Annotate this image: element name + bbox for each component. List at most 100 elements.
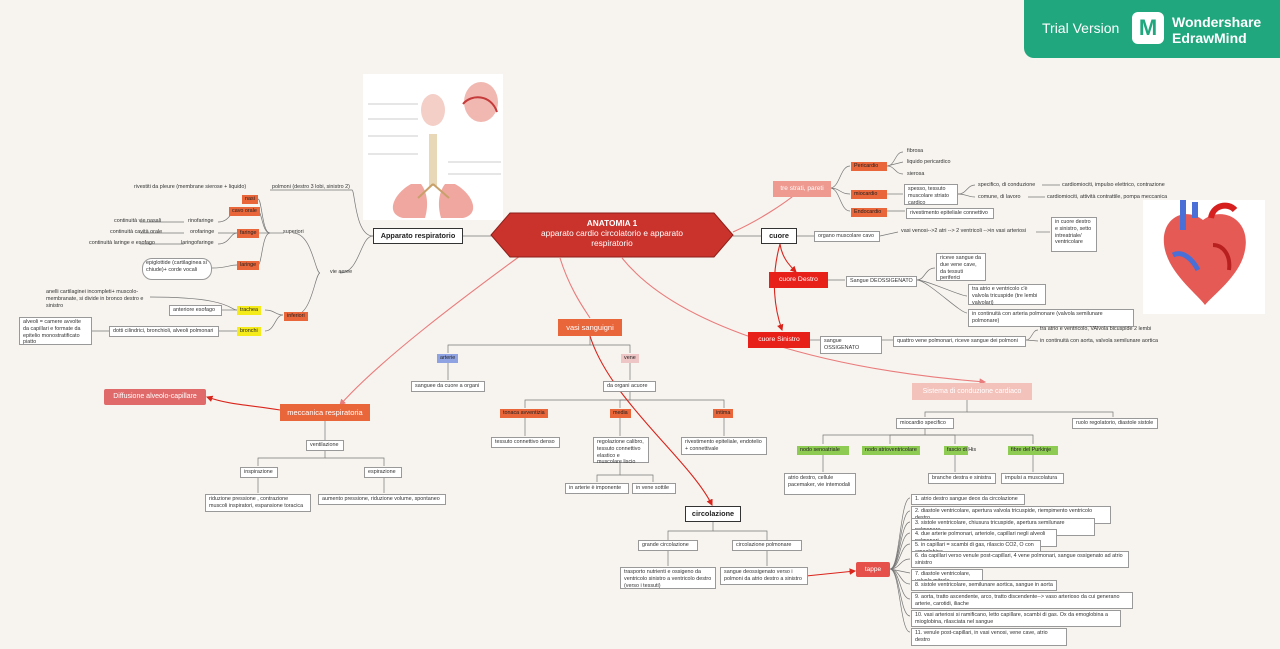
anelli-label: anelli cartilaginei incompleti+ muscolo-…: [46, 289, 144, 309]
tre-strati-topic[interactable]: tre strati, pareti: [773, 181, 831, 197]
faringe-tag[interactable]: faringe: [237, 229, 260, 238]
cuore-topic[interactable]: cuore: [761, 228, 797, 244]
fibre-desc: impulsi a muscolatura: [1001, 473, 1064, 484]
polm-circ-desc: sangue deossigenato verso i polmoni da a…: [720, 567, 808, 585]
liquido-label: liquido pericardico: [907, 159, 951, 165]
arterie-imponente: in arterie è imponente: [565, 483, 629, 494]
cont-laringe-label: continuità laringe e esofago: [89, 240, 155, 246]
quattro-box: quattro vene polmonari, riceve sangue de…: [893, 336, 1026, 347]
central-subtitle-1: apparato cardio circolatorio e apparato: [540, 227, 684, 238]
cardio2-label: cardiomiociti, attività contrattile, pom…: [1047, 194, 1168, 200]
cavo-orale-tag[interactable]: cavo orale: [229, 207, 260, 216]
espirazione-box: espirazione: [364, 467, 402, 478]
tonaca-tag[interactable]: tonaca avventizia: [500, 409, 548, 418]
endocardio-tag[interactable]: Endocardio: [851, 208, 887, 217]
circolazione-topic[interactable]: circolazione: [685, 506, 741, 522]
brand-line-2: EdrawMind: [1172, 30, 1247, 46]
step-10: 10. vasi arteriosi si ramificano, letto …: [911, 610, 1121, 627]
rivestiti-label: rivestiti da pleure (membrane sierose + …: [134, 184, 247, 190]
tappe-topic[interactable]: tappe: [856, 562, 890, 577]
alveoli-box: alveoli = camere avvolte da capillari e …: [19, 317, 92, 345]
step-9: 9. aorta, tratto ascendente, arco, tratt…: [911, 592, 1133, 609]
seno-desc: atrio destro, cellule pacemaker, vie int…: [784, 473, 856, 495]
vene-desc: da organi acuore: [603, 381, 656, 392]
anteriore-esofago-box: anteriore esofago: [169, 305, 222, 316]
polm-circ-box: circolazione polmonare: [732, 540, 802, 551]
laringofaringe-label: laringofaringe: [181, 240, 214, 246]
fascio-desc: branche destra e sinistra: [928, 473, 996, 484]
vie-aeree-label: vie aeree: [330, 269, 353, 275]
trachea-tag[interactable]: trachea: [237, 306, 261, 315]
organo-box: organo muscolare cavo: [814, 231, 880, 242]
laringe-tag[interactable]: laringe: [237, 261, 260, 270]
nodo-senoatriale-tag[interactable]: nodo senoatriale: [797, 446, 849, 455]
diffusione-topic[interactable]: Diffusione alveolo-capillare: [104, 389, 206, 405]
ventilazione-box: ventilazione: [306, 440, 344, 451]
espirazione-desc: aumento pressione, riduzione volume, spo…: [318, 494, 446, 505]
ispirazione-box: inspirazione: [240, 467, 278, 478]
grande-circ-desc: trasporto nutrienti e ossigeno da ventri…: [620, 567, 716, 589]
comune-label: comune, di lavoro: [978, 194, 1021, 200]
fibrosa-label: fibrosa: [907, 148, 924, 154]
pericardio-tag[interactable]: Pericardio: [851, 162, 887, 171]
in-cuore-box: in cuore destro e sinistro, setto intrea…: [1051, 217, 1097, 252]
rinofaringe-label: rinofaringe: [188, 218, 214, 224]
inferiori-tag[interactable]: inferiori: [284, 312, 308, 321]
dotti-box: dotti cilindrici, bronchioli, alveoli po…: [109, 326, 219, 337]
polmoni-label: polmoni (destro 3 lobi, sinistro 2): [272, 184, 350, 190]
central-title: ANATOMIA 1: [586, 218, 638, 228]
cuore-destro-topic[interactable]: cuore Destro: [769, 272, 828, 288]
ruolo-box: ruolo regolatorio, diastole sistole: [1072, 418, 1158, 429]
vene-sottile: in vene sottile: [632, 483, 676, 494]
intima-tag[interactable]: intima: [713, 409, 734, 418]
media-tag[interactable]: media: [610, 409, 631, 418]
miocardio-tag[interactable]: miocardio: [851, 190, 887, 199]
central-subtitle-2: respiratorio: [591, 237, 633, 248]
miocardio-specifico-box: miocardio specifico: [896, 418, 954, 429]
orofaringe-label: orofaringe: [190, 229, 215, 235]
respiratory-anatomy-illustration: [363, 74, 503, 220]
bronchi-tag[interactable]: bronchi: [237, 327, 261, 336]
oss-box: sangue OSSIGENATO: [820, 336, 882, 354]
spesso-box: spesso, tessuto muscolare striato cardic…: [904, 184, 958, 206]
riceve-box: riceve sangue da due vene cave, da tessu…: [936, 253, 986, 281]
vene-tag[interactable]: vene: [621, 354, 639, 363]
cont-nasali-label: continuità vie nasali: [114, 218, 162, 224]
vasi-venosi-label: vasi venosi-->2 atri --> 2 ventricoli --…: [901, 228, 1027, 234]
trial-banner: Trial Version M Wondershare EdrawMind: [1024, 0, 1280, 58]
superiori-label: superiori: [283, 229, 304, 235]
trial-version-label: Trial Version: [1042, 20, 1120, 36]
sierosa-label: sierosa: [907, 171, 925, 177]
step-6: 6. da capillari verso venule post-capill…: [911, 551, 1129, 568]
media-desc: regolazione calibro, tessuto connettivo …: [593, 437, 649, 465]
epiglottide-box: epiglottide (cartilaginea si chiude)+ co…: [142, 258, 212, 280]
tra-atrio-d-box: tra atrio e ventricolo c'è valvola tricu…: [968, 284, 1046, 306]
rivestimento-box: rivestimento epiteliale connettivo: [906, 208, 994, 219]
resp-topic[interactable]: Apparato respiratorio: [373, 228, 463, 244]
arterie-desc: sanguee da cuore a organi: [411, 381, 485, 392]
step-11: 11. venule post-capillari, in vasi venos…: [911, 628, 1067, 646]
deoss-box: Sangue DEOSSIGENATO: [846, 276, 917, 287]
specifico-label: specifico, di conduzione: [978, 182, 1036, 188]
cont-orale-label: continuità cavità orale: [110, 229, 163, 235]
cuore-sinistro-topic[interactable]: cuore Sinistro: [748, 332, 810, 348]
cont-aorta-label: in continuità con aorta, valvola semilun…: [1040, 338, 1159, 344]
sistema-conduzione-topic[interactable]: Sistema di conduzione cardiaco: [912, 383, 1032, 400]
central-topic[interactable]: ANATOMIA 1 apparato cardio circolatorio …: [490, 212, 734, 258]
fascio-his-tag[interactable]: fascio di His: [944, 446, 976, 455]
mecc-topic[interactable]: meccanica respiratoria: [280, 404, 370, 421]
cardio1-label: cardiomiociti, impulso elettrico, contra…: [1062, 182, 1165, 188]
ispirazione-desc: riduzione pressione , contrazione muscol…: [205, 494, 311, 512]
edrawmind-logo-icon: M: [1132, 12, 1164, 44]
intima-desc: rivestimento epiteliale, endotelio + con…: [681, 437, 767, 455]
cont-arteria-box: in continuità con arteria polmonare (val…: [968, 309, 1134, 327]
nasi-tag[interactable]: nasi: [242, 195, 258, 204]
nodo-atrioventricolare-tag[interactable]: nodo atrioventricolare: [862, 446, 920, 455]
fibre-purkinje-tag[interactable]: fibre del Purkinje: [1008, 446, 1058, 455]
arterie-tag[interactable]: arterie: [437, 354, 459, 363]
step-8: 8. sistole ventricolare, semilunare aort…: [911, 580, 1057, 591]
grande-circ-box: grande circolazione: [638, 540, 698, 551]
heart-anatomy-illustration: [1143, 200, 1265, 314]
vasi-topic[interactable]: vasi sanguigni: [558, 319, 622, 336]
